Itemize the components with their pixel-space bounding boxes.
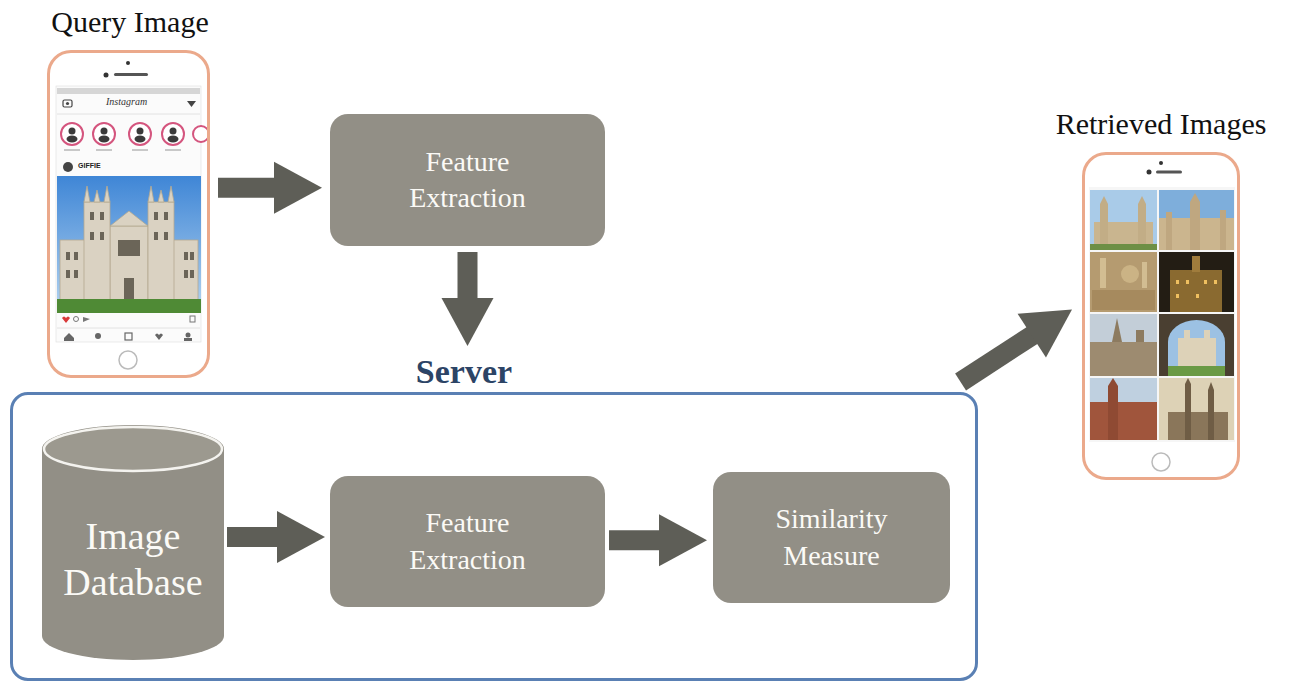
arrow-head (659, 514, 707, 566)
node-label: Feature Extraction (378, 144, 558, 217)
app-logo-box: Instagram (106, 96, 147, 107)
cylinder-top (44, 427, 222, 471)
process-box: Similarity Measure (713, 472, 950, 603)
arrow-shaft (458, 252, 478, 300)
process-box: Feature Extraction (330, 476, 605, 607)
arrow-shaft (609, 530, 661, 550)
result-phone: Retrieved Images (1025, 106, 1297, 484)
post-user-box: GIFFIE (78, 162, 101, 169)
query-phone: Query Image (25, 4, 235, 382)
arrow-shaft (218, 178, 276, 198)
arrow-head (1018, 309, 1072, 357)
node-label: Image Database (48, 514, 218, 605)
process-box: Feature Extraction (330, 114, 605, 246)
arrow-head (442, 298, 494, 346)
database-cylinder: Image Database (42, 425, 224, 660)
flow-arrow (442, 252, 494, 346)
app-logo: Instagram (106, 96, 147, 107)
phone-outline (1082, 152, 1240, 480)
server-region: ServerImage Database Feature Extraction Si… (10, 348, 978, 681)
query-phone-screen (52, 55, 209, 373)
node-label: Feature Extraction (378, 505, 558, 578)
arrow-head (277, 511, 325, 563)
flow-arrow (227, 511, 325, 563)
cylinder-body (42, 425, 224, 660)
node-heading: Query Image (25, 4, 235, 40)
flow-arrow (609, 514, 707, 566)
flow-arrow (961, 309, 1072, 382)
arrow-shaft (227, 527, 279, 547)
node-heading: Retrieved Images (1025, 106, 1297, 142)
flow-arrow (218, 162, 322, 214)
node-label: Similarity Measure (742, 501, 922, 574)
arrow-shaft (961, 335, 1034, 382)
arrow-head (274, 162, 322, 214)
result-phone-screen (1087, 157, 1235, 475)
post-user: GIFFIE (78, 162, 101, 169)
node-heading: Server (364, 348, 564, 391)
